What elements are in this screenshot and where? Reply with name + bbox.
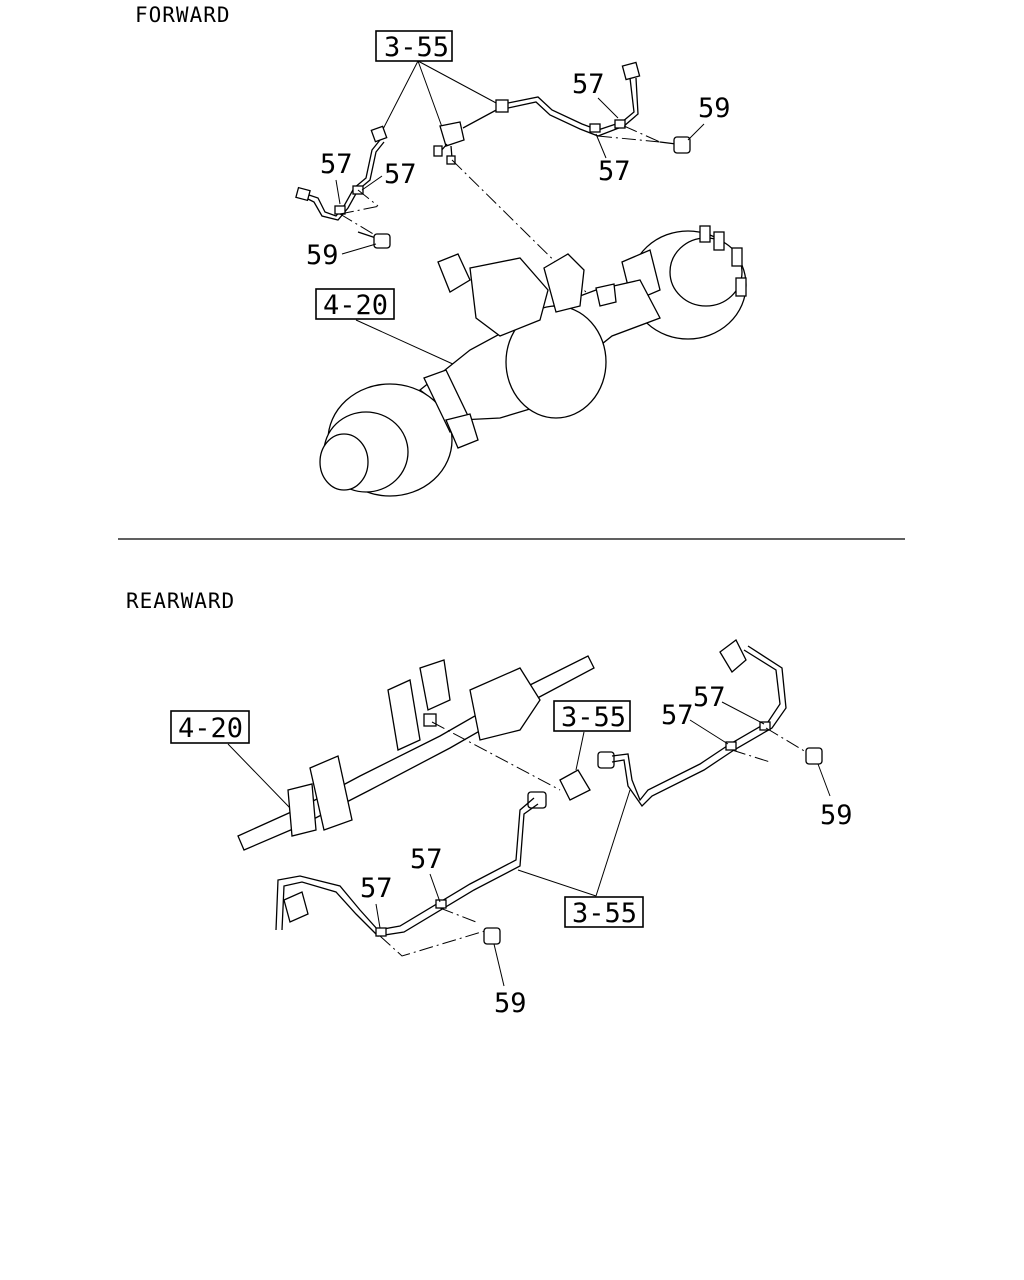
- forward-clip-right-lower: [589, 123, 601, 133]
- rearward-hose-callout-box-top: [553, 700, 631, 732]
- forward-dash-to-axle: [451, 159, 591, 297]
- forward-title: FORWARD: [135, 3, 231, 27]
- forward-leader-57-right-upper: [597, 97, 619, 119]
- rearward-callout-57-right-upper: 57: [693, 682, 726, 713]
- forward-callout-57-left-lower: 57: [384, 159, 417, 190]
- rearward-bolt-right: [805, 747, 823, 765]
- rearward-leader-57-left-lower: [375, 903, 381, 929]
- rearward-hose-leader-top: [575, 731, 585, 771]
- rearward-dash-to-hose: [431, 721, 561, 791]
- rearward-clip-left-upper: [435, 899, 447, 909]
- rearward-leader-57-right-lower: [689, 719, 729, 745]
- forward-bolt-right: [659, 136, 691, 154]
- forward-rear-axle-illustration: [319, 225, 747, 497]
- forward-leader-57-right-lower: [595, 133, 607, 159]
- rearward-leader-59-right: [817, 763, 831, 797]
- forward-leader-59-right: [687, 123, 705, 141]
- rearward-leader-57-right-upper: [721, 701, 765, 725]
- forward-right-brake-pipe: [495, 61, 661, 143]
- forward-callout-57-right-lower: 57: [598, 156, 631, 187]
- forward-bolt-left: [357, 231, 391, 249]
- rearward-hose-fitting: [527, 751, 615, 809]
- forward-leader-57-left-lower: [361, 175, 383, 191]
- forward-axle-leader: [355, 319, 456, 366]
- rearward-callout-59-right: 59: [820, 800, 853, 831]
- rearward-axle-callout: 4-20: [178, 713, 243, 744]
- forward-callout-57-right-upper: 57: [572, 69, 605, 100]
- rearward-hose-leaders-bottom: [517, 789, 631, 897]
- rearward-callout-57-left-lower: 57: [360, 873, 393, 904]
- rearward-clip-right-lower: [725, 741, 737, 751]
- rearward-hose-callout-bottom: 3-55: [572, 898, 637, 929]
- rearward-axle-callout-box: [170, 710, 250, 744]
- rearward-clip-right-upper: [759, 721, 771, 731]
- forward-callout-59-right: 59: [698, 93, 731, 124]
- rearward-leader-57-left-upper: [429, 873, 441, 903]
- forward-axle-callout-box: [315, 288, 395, 320]
- rearward-right-brake-pipe: [611, 639, 823, 808]
- forward-callout-59-left: 59: [306, 240, 339, 271]
- rearward-callout-57-right-lower: 57: [661, 700, 694, 731]
- forward-hose-callout-box: [375, 30, 453, 62]
- rearward-callout-57-left-upper: 57: [410, 844, 443, 875]
- rearward-leader-59-left: [493, 943, 505, 987]
- forward-axle-callout: 4-20: [323, 290, 388, 321]
- forward-clip-right-upper: [614, 119, 626, 129]
- rearward-axle-leader: [227, 743, 291, 809]
- forward-leader-57-left-upper: [335, 179, 341, 205]
- rearward-callout-59-left: 59: [494, 988, 527, 1019]
- forward-leader-59-left: [341, 243, 377, 255]
- forward-left-brake-pipe: [295, 125, 388, 239]
- forward-callout-57-left-upper: 57: [320, 149, 353, 180]
- rearward-title: REARWARD: [126, 589, 235, 613]
- rearward-hose-callout-box-bottom: [564, 896, 644, 928]
- rearward-hose-callout-top: 3-55: [561, 702, 626, 733]
- rearward-left-brake-pipe: [275, 797, 539, 957]
- forward-three-way-tee: [433, 107, 501, 165]
- forward-hose-callout: 3-55: [384, 32, 449, 63]
- rearward-clip-left-lower: [375, 927, 387, 937]
- rearward-axle-housing-illustration: [237, 655, 595, 851]
- rearward-section: REARWARD 4-20 3-55 3-55: [126, 589, 853, 1019]
- forward-hose-leaders: [379, 60, 499, 136]
- rearward-bolt-left: [483, 927, 501, 945]
- forward-section: FORWARD 3-55 4-20: [135, 3, 747, 497]
